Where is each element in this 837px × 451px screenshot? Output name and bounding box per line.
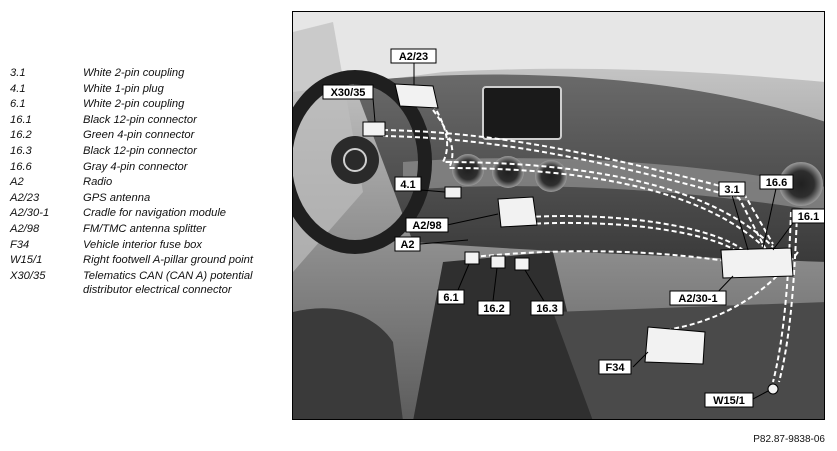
- legend-code: 16.6: [10, 160, 32, 173]
- svg-text:16.6: 16.6: [766, 177, 787, 189]
- legend-description: GPS antenna: [83, 191, 151, 204]
- svg-text:A2/23: A2/23: [399, 51, 428, 63]
- legend-code: 6.1: [10, 98, 26, 111]
- legend-code: 3.1: [10, 67, 26, 79]
- legend-code: 16.1: [10, 113, 32, 126]
- legend-row: 3.1 White 2-pin coupling: [10, 66, 280, 80]
- legend-row: A2/30-1 Cradle for navigation module: [10, 206, 280, 220]
- legend-description: Radio: [83, 176, 113, 189]
- legend-row: 16.3 Black 12-pin connector: [10, 144, 280, 158]
- svg-text:16.1: 16.1: [798, 211, 819, 223]
- svg-text:A2/30-1: A2/30-1: [678, 293, 717, 305]
- legend-row: W15/1 Right footwell A-pillar ground poin…: [10, 253, 280, 267]
- legend-row: A2/23 GPS antenna: [10, 191, 280, 205]
- legend-row: 16.6 Gray 4-pin connector: [10, 160, 280, 174]
- air-vent: [535, 160, 567, 192]
- callout-3-1: 3.1: [718, 181, 746, 197]
- legend-row: A2/98 FM/TMC antenna splitter: [10, 222, 280, 236]
- callout-f34: F34: [598, 359, 632, 375]
- svg-text:A2/98: A2/98: [412, 220, 441, 232]
- legend-code: 16.2: [10, 129, 32, 142]
- svg-text:4.1: 4.1: [400, 179, 415, 191]
- legend-row: X30/35 Telematics CAN (CAN A) potential d…: [10, 269, 280, 297]
- air-vent: [779, 162, 823, 206]
- legend-code: F34: [10, 238, 30, 251]
- a-pillar: [293, 22, 363, 272]
- legend-code: W15/1: [10, 254, 43, 267]
- svg-text:X30/35: X30/35: [331, 87, 366, 99]
- callout-6-1: 6.1: [437, 289, 465, 305]
- callout-a2-98: A2/98: [405, 217, 449, 233]
- callout-x30-35: X30/35: [322, 84, 374, 100]
- air-vent: [492, 156, 524, 188]
- legend-description: White 2-pin coupling: [83, 67, 185, 79]
- legend-description: Green 4-pin connector: [83, 129, 195, 142]
- legend-description: Black 12-pin connector: [83, 144, 197, 157]
- callout-a2: A2: [394, 236, 421, 252]
- callout-16-3: 16.3: [530, 300, 564, 316]
- callout-16-1: 16.1: [791, 208, 824, 224]
- legend-description: White 1-pin plug: [83, 82, 164, 95]
- legend-description: Right footwell A-pillar ground point: [83, 254, 253, 267]
- callout-16-6: 16.6: [759, 174, 794, 190]
- navigation-display: [482, 86, 562, 140]
- svg-text:16.2: 16.2: [483, 303, 504, 315]
- callout-w15-1: W15/1: [704, 392, 754, 408]
- callout-4-1: 4.1: [394, 176, 422, 192]
- callout-16-2: 16.2: [477, 300, 511, 316]
- legend-code: A2/98: [10, 222, 40, 235]
- driver-seat: [293, 308, 403, 419]
- legend-row: 16.2 Green 4-pin connector: [10, 128, 280, 142]
- legend-description: White 2-pin coupling: [83, 98, 185, 111]
- steering-wheel: [293, 70, 432, 254]
- legend-row: F34 Vehicle interior fuse box: [10, 238, 280, 252]
- legend-description: Telematics CAN (CAN A) potential distrib…: [83, 269, 253, 296]
- svg-text:W15/1: W15/1: [713, 395, 745, 407]
- legend-description: Black 12-pin connector: [83, 113, 197, 126]
- legend-code: X30/35: [10, 269, 46, 282]
- legend-description: Vehicle interior fuse box: [83, 238, 202, 251]
- callout-a2-30-1: A2/30-1: [669, 290, 727, 306]
- legend-code: 16.3: [10, 144, 32, 157]
- svg-text:16.3: 16.3: [536, 303, 557, 315]
- svg-text:3.1: 3.1: [724, 184, 739, 196]
- legend-row: 16.1 Black 12-pin connector: [10, 113, 280, 127]
- legend-code: A2: [10, 176, 24, 189]
- legend-code: A2/23: [10, 191, 40, 204]
- legend-description: Cradle for navigation module: [83, 207, 227, 220]
- legend-row: 4.1 White 1-pin plug: [10, 82, 280, 96]
- legend-code: 4.1: [10, 82, 26, 95]
- air-vent: [452, 154, 484, 186]
- legend-code: A2/30-1: [10, 207, 50, 220]
- component-shapes: [362, 83, 794, 395]
- dashboard-diagram: A2/23 X30/35 4.1 A2/98 A2 6.1 16.2 16.3 …: [292, 11, 825, 420]
- callout-a2-23: A2/23: [390, 48, 437, 64]
- legend-row: A2 Radio: [10, 175, 280, 189]
- legend-description: Gray 4-pin connector: [83, 160, 188, 173]
- legend-row: 6.1 White 2-pin coupling: [10, 97, 280, 111]
- svg-text:A2: A2: [400, 239, 414, 251]
- svg-text:6.1: 6.1: [443, 292, 458, 304]
- legend-description: FM/TMC antenna splitter: [83, 222, 207, 235]
- svg-text:F34: F34: [606, 362, 626, 374]
- figure-id: P82.87-9838-06: [753, 434, 825, 445]
- windshield: [293, 12, 824, 92]
